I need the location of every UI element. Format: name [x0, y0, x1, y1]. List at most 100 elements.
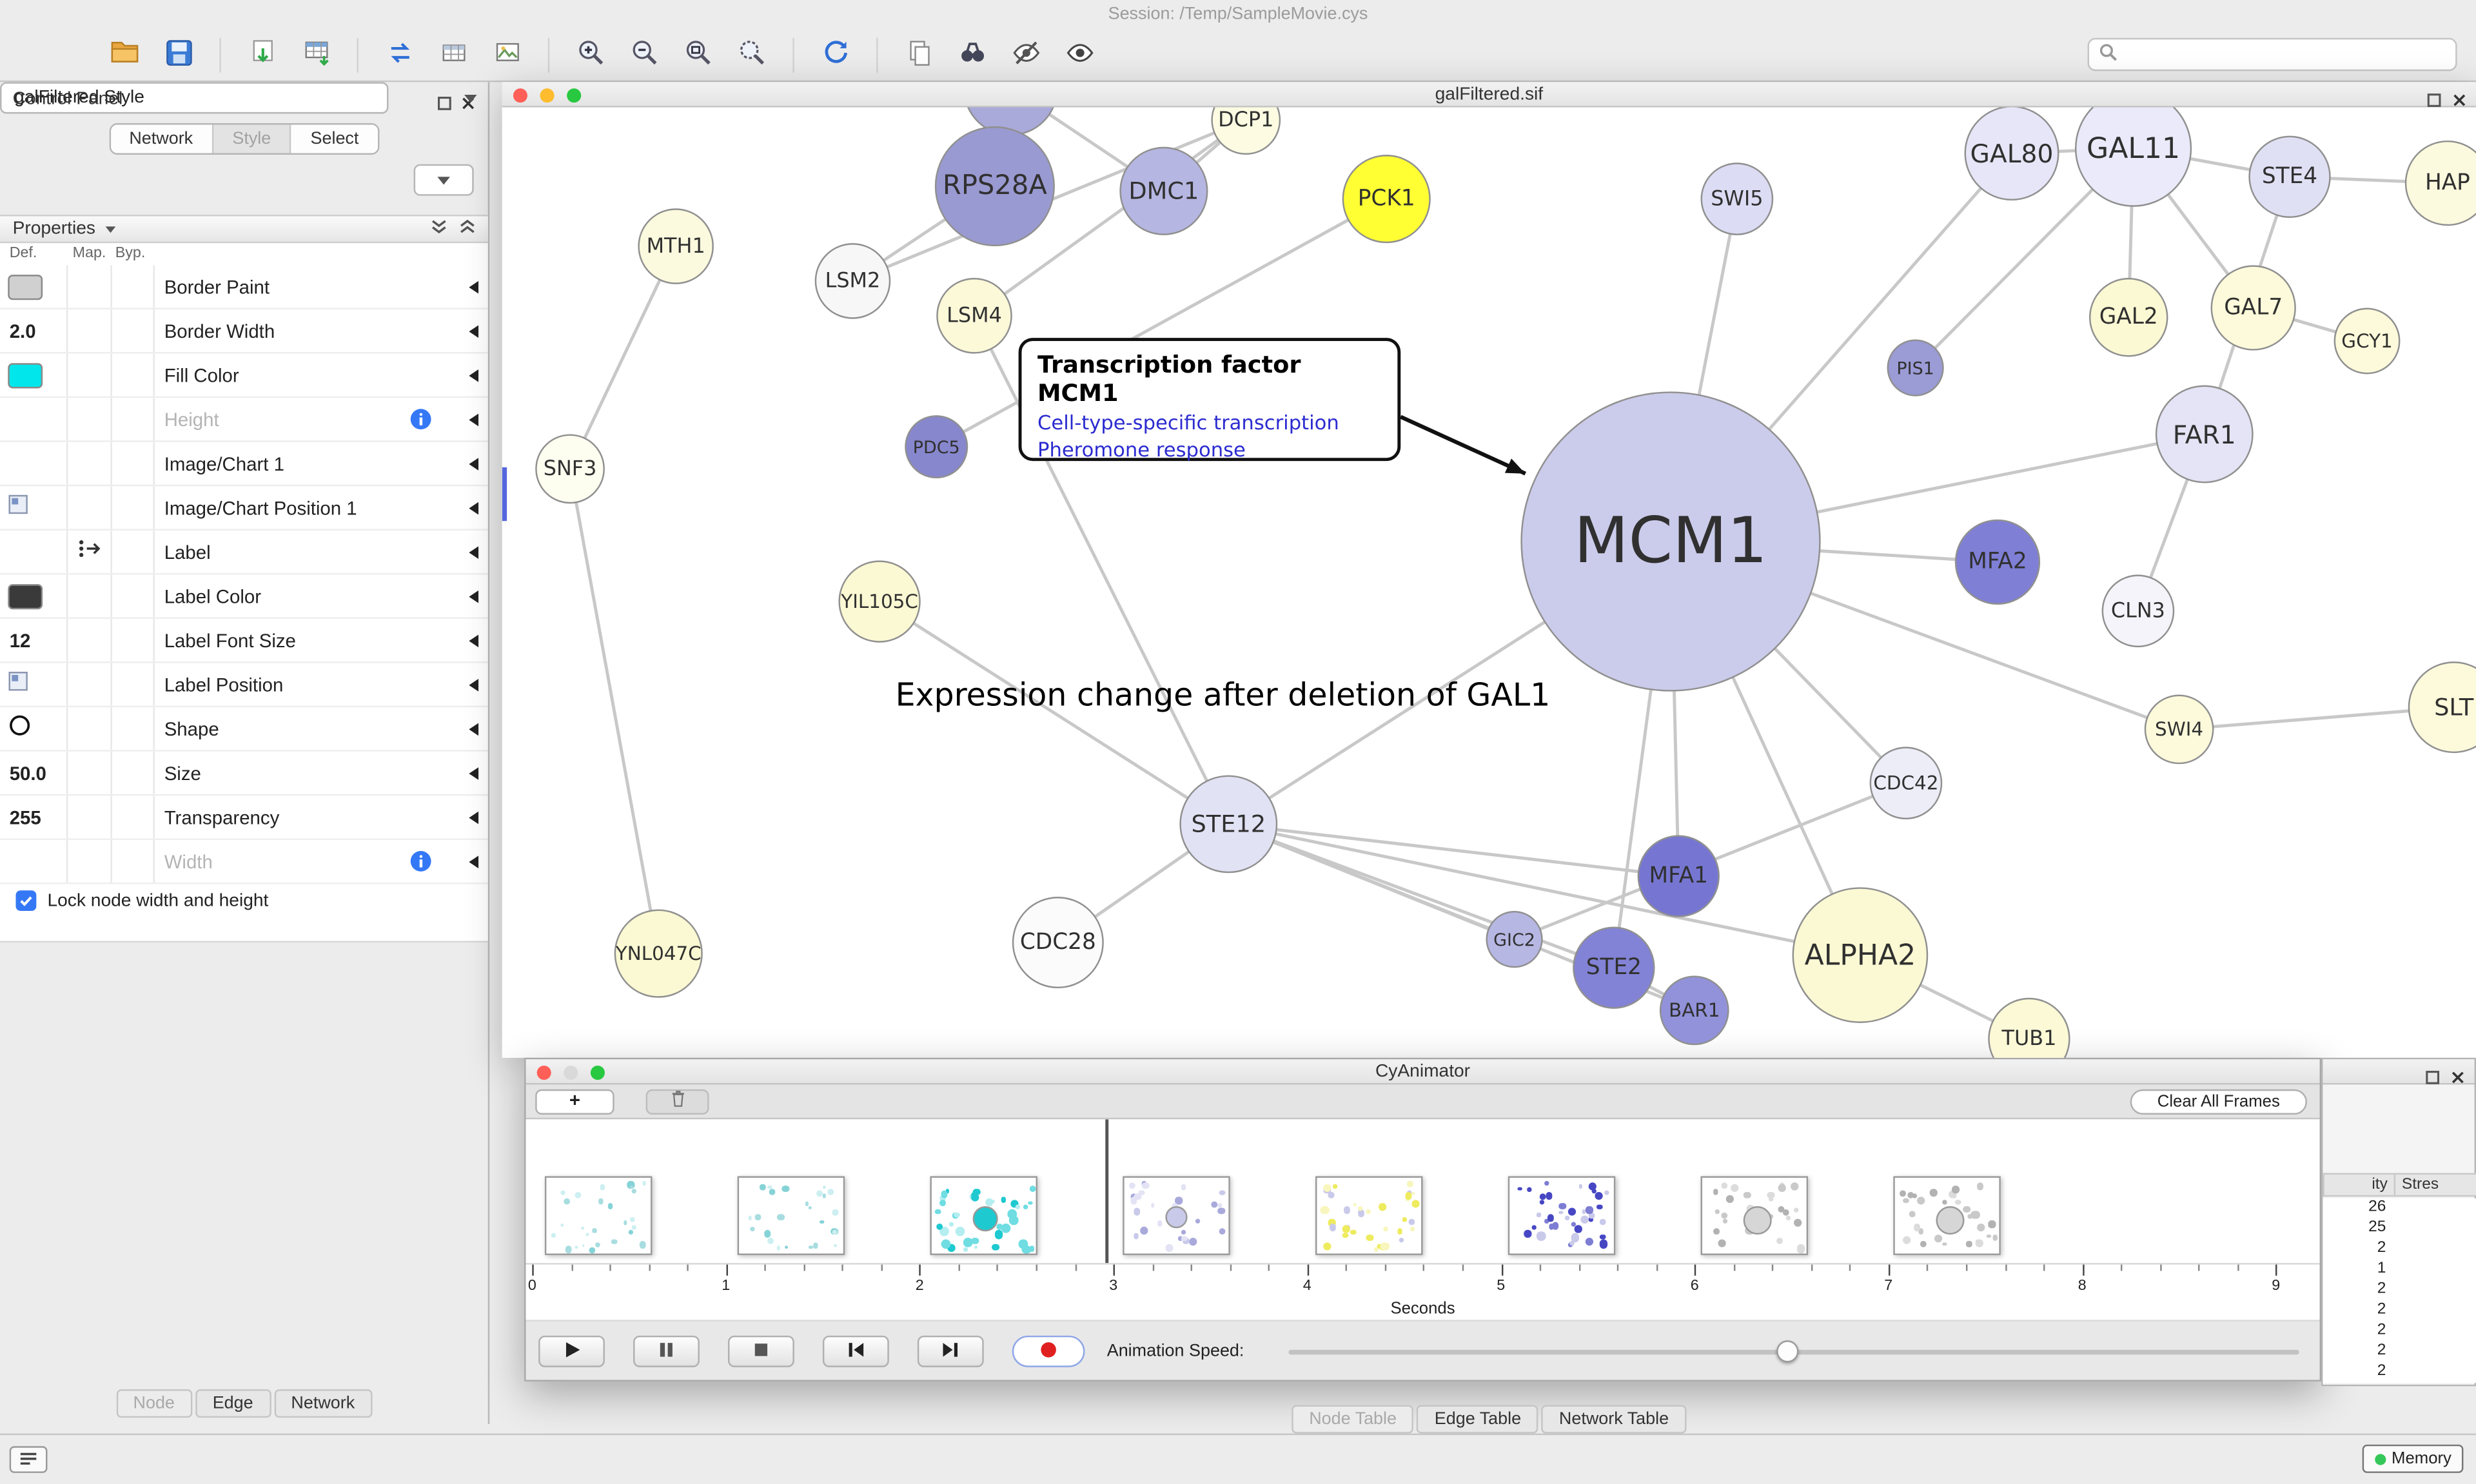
pause-button[interactable]: [633, 1335, 700, 1367]
results-column-header[interactable]: Stres: [2393, 1173, 2476, 1197]
network-node[interactable]: STE4: [2248, 135, 2331, 218]
network-node[interactable]: SWI4: [2144, 694, 2214, 765]
info-icon[interactable]: [410, 851, 431, 872]
property-row[interactable]: Label: [0, 530, 488, 575]
network-node[interactable]: GAL7: [2210, 265, 2296, 351]
zoom-selected-button[interactable]: [728, 32, 775, 77]
expand-row-icon[interactable]: [469, 723, 479, 736]
playhead[interactable]: [1105, 1119, 1108, 1264]
panel-toggle-button[interactable]: [9, 1446, 48, 1473]
network-node[interactable]: HAP: [2404, 140, 2476, 226]
zoom-fit-button[interactable]: [674, 32, 722, 77]
search-network-button[interactable]: [949, 32, 996, 77]
property-row[interactable]: Shape: [0, 707, 488, 752]
next-frame-button[interactable]: [917, 1335, 984, 1367]
network-canvas[interactable]: Transcription factor MCM1 Cell-type-spec…: [502, 107, 2476, 1058]
frame-thumbnail[interactable]: [737, 1176, 845, 1255]
play-button[interactable]: [538, 1335, 605, 1367]
export-image-button[interactable]: [483, 32, 530, 77]
lock-size-checkbox[interactable]: [15, 890, 37, 912]
collapse-all-icon[interactable]: [431, 218, 447, 240]
network-node[interactable]: BAR1: [1659, 975, 1729, 1046]
network-node[interactable]: CDC42: [1869, 747, 1943, 820]
frame-thumbnail[interactable]: [544, 1176, 653, 1255]
color-swatch[interactable]: [8, 362, 43, 388]
network-node[interactable]: PDC5: [905, 415, 968, 479]
expand-row-icon[interactable]: [469, 458, 479, 471]
close-view-icon[interactable]: [2452, 87, 2466, 115]
refresh-layout-button[interactable]: [812, 32, 859, 77]
properties-header[interactable]: Properties: [0, 215, 488, 244]
panel-tab-node[interactable]: Node: [115, 1389, 192, 1418]
tab-select[interactable]: Select: [291, 124, 378, 153]
network-node[interactable]: SNF3: [535, 434, 605, 504]
delete-frame-button[interactable]: [645, 1089, 709, 1115]
zoom-window-button[interactable]: [567, 88, 582, 103]
info-icon[interactable]: [410, 409, 431, 430]
color-swatch[interactable]: [8, 273, 43, 300]
zoom-window-button[interactable]: [590, 1066, 605, 1080]
network-node[interactable]: GAL80: [1964, 107, 2059, 201]
network-node[interactable]: DMC1: [1119, 146, 1208, 235]
memory-button[interactable]: Memory: [2362, 1444, 2464, 1473]
tab-edge-table[interactable]: Edge Table: [1417, 1405, 1539, 1434]
network-node[interactable]: MFA1: [1637, 835, 1720, 917]
property-row[interactable]: Label Position: [0, 663, 488, 708]
minimize-window-button[interactable]: [564, 1066, 578, 1080]
expand-row-icon[interactable]: [469, 369, 479, 382]
network-node[interactable]: CDC28: [1012, 897, 1104, 989]
network-node[interactable]: STE2: [1573, 926, 1655, 1009]
import-table-button[interactable]: [292, 32, 339, 77]
network-node[interactable]: CLN3: [2101, 574, 2175, 648]
frame-thumbnail[interactable]: [1315, 1176, 1423, 1255]
network-node[interactable]: GIC2: [1486, 911, 1543, 968]
expand-all-icon[interactable]: [460, 218, 475, 240]
network-node[interactable]: SWI5: [1700, 162, 1774, 235]
expand-row-icon[interactable]: [469, 679, 479, 692]
open-session-button[interactable]: [101, 32, 148, 77]
network-node[interactable]: PIS1: [1887, 339, 1944, 396]
style-options-button[interactable]: [413, 164, 474, 196]
expand-row-icon[interactable]: [469, 546, 479, 559]
expand-row-icon[interactable]: [469, 413, 479, 427]
snapshot-button[interactable]: [896, 32, 943, 77]
cyanimator-titlebar[interactable]: CyAnimator: [526, 1059, 2320, 1085]
network-node[interactable]: GAL2: [2089, 278, 2168, 357]
expand-row-icon[interactable]: [469, 590, 479, 603]
network-node[interactable]: FAR1: [2155, 385, 2254, 483]
tab-network[interactable]: Network: [110, 124, 213, 153]
expand-row-icon[interactable]: [469, 855, 479, 868]
animation-speed-thumb[interactable]: [1776, 1340, 1799, 1363]
prev-frame-button[interactable]: [822, 1335, 889, 1367]
record-button[interactable]: [1012, 1335, 1085, 1367]
frame-thumbnail[interactable]: [1893, 1176, 2001, 1255]
tab-node-table[interactable]: Node Table: [1292, 1405, 1414, 1434]
network-node[interactable]: YNL047C: [614, 909, 703, 998]
network-node[interactable]: YIL105C: [838, 560, 921, 643]
annotation-link[interactable]: Pheromone response: [1037, 437, 1246, 462]
search-box[interactable]: [2087, 37, 2457, 72]
add-frame-button[interactable]: +: [535, 1089, 614, 1115]
annotation-box[interactable]: Transcription factor MCM1 Cell-type-spec…: [1018, 338, 1401, 462]
save-session-button[interactable]: [155, 32, 202, 77]
network-node[interactable]: GAL11: [2074, 107, 2192, 207]
network-node[interactable]: GCY1: [2334, 308, 2401, 375]
property-row[interactable]: Width: [0, 839, 488, 884]
expand-row-icon[interactable]: [469, 280, 479, 294]
annotation-link[interactable]: Cell-type-specific transcription: [1037, 410, 1339, 434]
zoom-in-button[interactable]: [567, 32, 614, 77]
property-row[interactable]: Height: [0, 398, 488, 442]
network-node[interactable]: LSM2: [814, 243, 891, 319]
color-swatch[interactable]: [8, 583, 43, 609]
frame-thumbnail[interactable]: [930, 1176, 1037, 1255]
frame-thumbnail[interactable]: [1508, 1176, 1616, 1255]
property-row[interactable]: Border Paint: [0, 265, 488, 310]
panel-tab-edge[interactable]: Edge: [195, 1389, 271, 1418]
close-panel-icon[interactable]: [2451, 1064, 2465, 1093]
expand-row-icon[interactable]: [469, 811, 479, 825]
clear-all-frames-button[interactable]: Clear All Frames: [2130, 1089, 2307, 1115]
expand-row-icon[interactable]: [469, 634, 479, 648]
